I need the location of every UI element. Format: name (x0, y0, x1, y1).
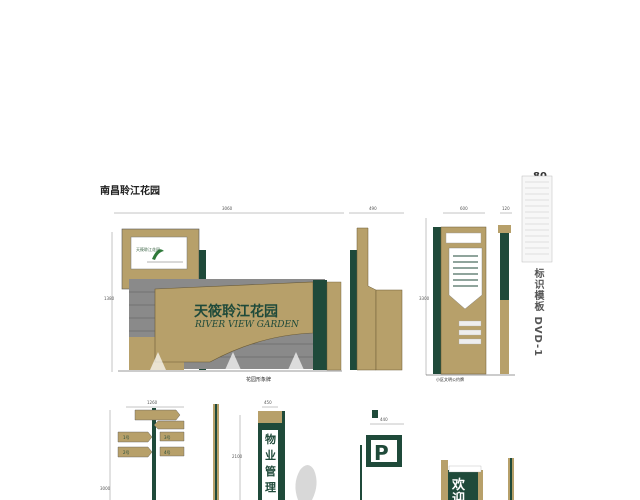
dim-main-width: 3060 (222, 206, 233, 211)
mgmt-char-3: 管 (265, 464, 276, 478)
dim-arrow-height: 3000 (100, 486, 111, 491)
dim-parking: 440 (380, 417, 388, 422)
main-sign-cn-name: 天筱聆江花园 (194, 303, 278, 320)
directory-sign (426, 212, 515, 376)
main-sign (118, 228, 342, 372)
dim-arrow-width: 1260 (147, 400, 158, 405)
management-sign (239, 406, 317, 500)
welcome-char-2: 迎 (452, 491, 465, 500)
dim-directory-height: 3300 (419, 296, 430, 301)
main-dimension-lines (111, 212, 427, 375)
main-sign-side-view (350, 227, 403, 371)
dim-main-height: 1380 (104, 296, 115, 301)
arrow-item-3: 3号 (164, 434, 171, 440)
mgmt-char-4: 理 (265, 481, 276, 494)
arrow-sign (109, 404, 219, 500)
main-sign-en-name: RIVER VIEW GARDEN (194, 320, 300, 330)
page-title: 南昌聆江花园 (100, 186, 160, 197)
arrow-item-4: 4号 (164, 449, 171, 455)
logo-text: 天筱聆江花园 (136, 246, 160, 252)
arrow-item-2: 2号 (123, 449, 130, 455)
directory-sign-caption: 小区文明公约牌 (436, 377, 464, 382)
main-sign-caption: 花园形象牌 (246, 377, 272, 383)
dim-mgmt-height: 2100 (232, 454, 243, 459)
dim-main-side: 490 (369, 206, 377, 211)
sidebar-label: 标识模板 DVD-1 (532, 268, 543, 358)
dim-directory-side: 120 (502, 206, 510, 211)
parking-sign (360, 410, 404, 500)
parking-letter: P (374, 441, 389, 465)
welcome-char-1: 欢 (451, 477, 466, 493)
ruler-strip (521, 175, 553, 263)
arrow-item-1: 1号 (123, 434, 130, 440)
dim-mgmt: 450 (264, 400, 272, 405)
mgmt-char-2: 业 (265, 448, 276, 462)
welcome-sign (441, 458, 514, 500)
mgmt-char-1: 物 (265, 432, 276, 446)
dim-directory-top: 600 (460, 206, 468, 211)
